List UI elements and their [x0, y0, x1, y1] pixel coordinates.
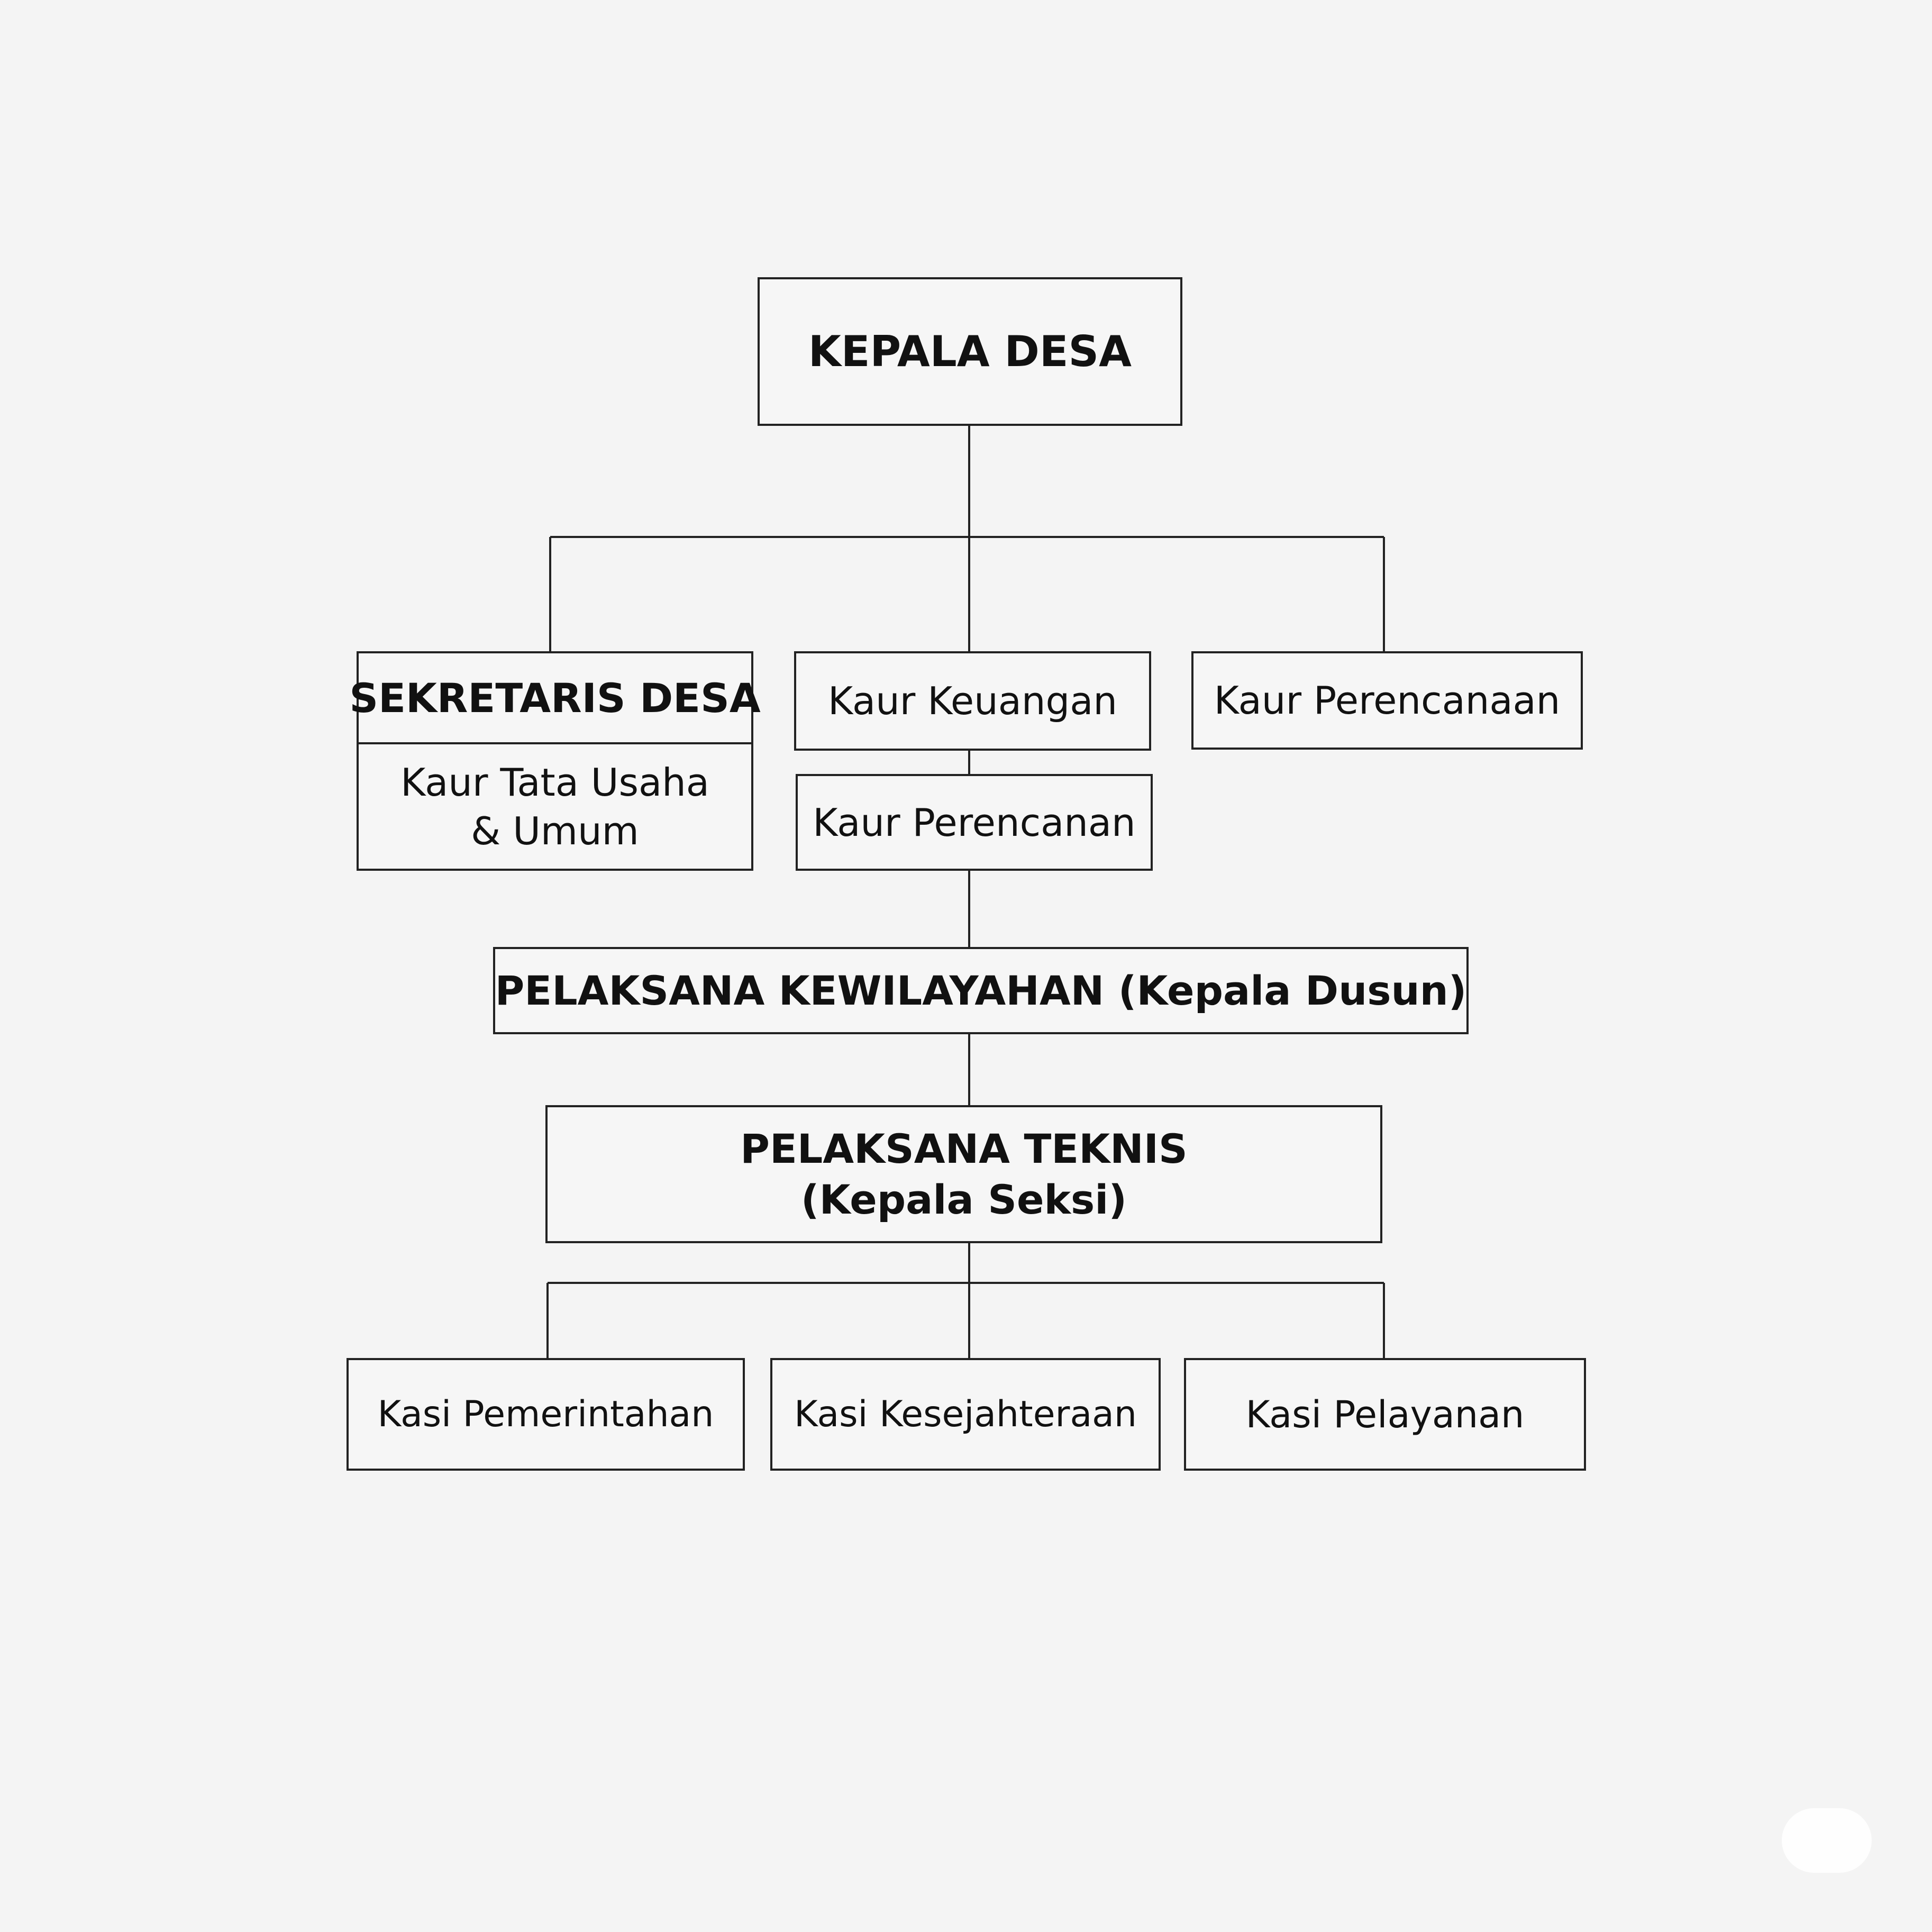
node-kasi-pelayanan-label: Kasi Pelayanan: [1245, 1392, 1525, 1436]
node-kasi-pelayanan: Kasi Pelayanan: [1184, 1358, 1586, 1471]
node-kaur-tata-usaha: Kaur Tata Usaha & Umum: [359, 744, 751, 869]
node-kaur-keuangan: Kaur Keuangan: [794, 651, 1151, 751]
node-sekretaris-desa-label: SEKRETARIS DESA: [349, 674, 761, 722]
node-pelaksana-teknis: PELAKSANA TEKNIS (Kepala Seksi): [545, 1105, 1382, 1243]
node-pelaksana-kewilayahan-label: PELAKSANA KEWILAYAHAN (Kepala Dusun): [495, 967, 1467, 1014]
node-kasi-pemerintahan-label: Kasi Pemerintahan: [377, 1393, 714, 1435]
node-pelaksana-kewilayahan: PELAKSANA KEWILAYAHAN (Kepala Dusun): [493, 947, 1469, 1034]
node-pelaksana-teknis-label-line1: PELAKSANA TEKNIS: [740, 1125, 1188, 1172]
node-sekretaris-desa: SEKRETARIS DESA Kaur Tata Usaha & Umum: [349, 651, 761, 871]
node-pelaksana-teknis-label-line2: (Kepala Seksi): [800, 1175, 1127, 1223]
node-kepala-desa-label: KEPALA DESA: [808, 327, 1132, 376]
node-kaur-perencanan-label: Kaur Perencanan: [813, 800, 1136, 845]
node-kasi-pemerintahan: Kasi Pemerintahan: [347, 1358, 745, 1471]
node-kaur-perencanan: Kaur Perencanan: [796, 774, 1153, 871]
node-kaur-keuangan-label: Kaur Keuangan: [828, 679, 1117, 723]
node-kaur-perencanaan-label: Kaur Perencanaan: [1214, 678, 1561, 723]
ai-badge-icon: [1782, 1808, 1872, 1873]
node-kaur-tata-usaha-label-line1: Kaur Tata Usaha: [400, 760, 709, 805]
node-kaur-tata-usaha-label-line2: & Umum: [471, 808, 639, 853]
node-kaur-perencanaan: Kaur Perencanaan: [1191, 651, 1583, 750]
node-kasi-kesejahteraan-label: Kasi Kesejahteraan: [794, 1393, 1137, 1435]
node-sekretaris-desa-header: SEKRETARIS DESA: [349, 653, 761, 744]
node-kepala-desa: KEPALA DESA: [758, 277, 1182, 426]
node-kasi-kesejahteraan: Kasi Kesejahteraan: [770, 1358, 1161, 1471]
